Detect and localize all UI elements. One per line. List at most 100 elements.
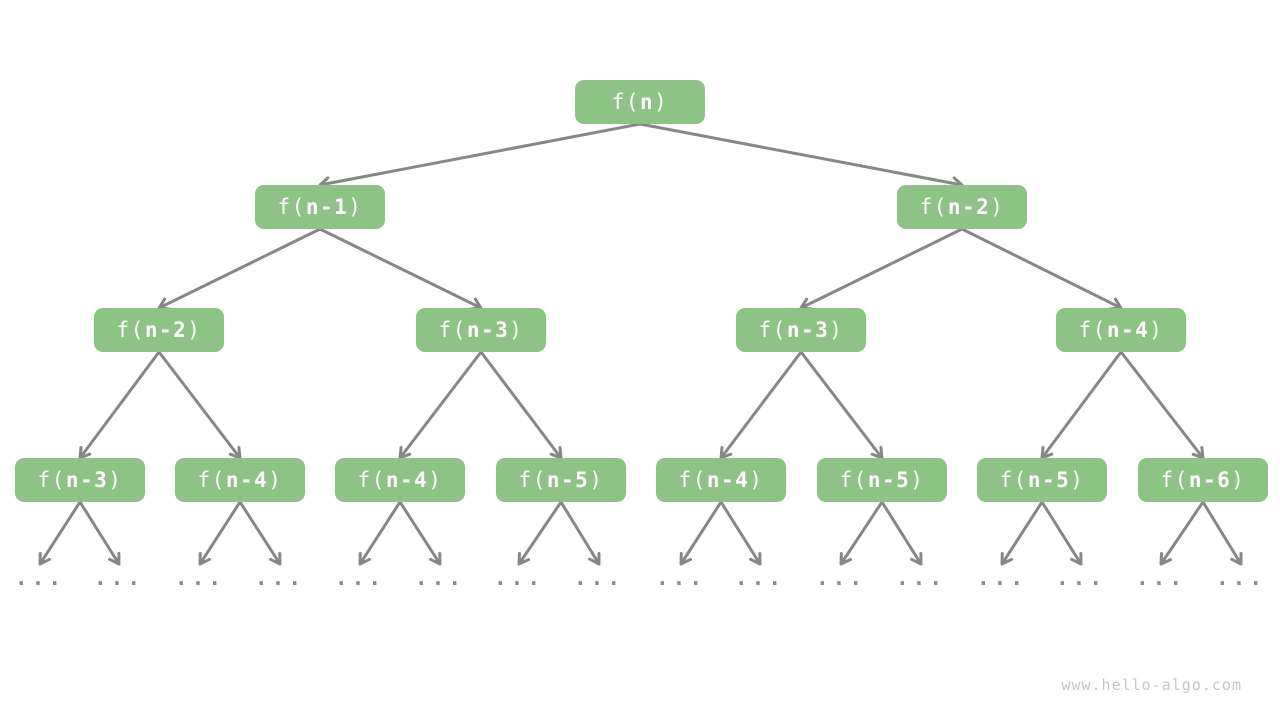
edge-l5-e10 <box>719 501 762 566</box>
ellipsis-label: ... <box>977 566 1027 590</box>
ellipsis-leaf: ... <box>250 566 310 597</box>
tree-node-f(n-4): f(n-4) <box>335 458 465 502</box>
edge-l5-e9 <box>679 501 723 566</box>
ellipsis-leaf: ... <box>651 566 711 597</box>
node-label-prefix: f( <box>357 468 386 492</box>
edge-l6-e12 <box>880 501 923 566</box>
tree-node-f(n-4): f(n-4) <box>1056 308 1186 352</box>
ellipsis-leaf: ... <box>1211 566 1271 597</box>
tree-node-f(n-3): f(n-3) <box>15 458 145 502</box>
ellipsis-label: ... <box>1056 566 1106 590</box>
edge-l1-e2 <box>78 501 121 566</box>
ellipsis-leaf: ... <box>410 568 470 597</box>
edge-ab-l4 <box>479 351 563 460</box>
node-label-prefix: f( <box>116 318 145 342</box>
tree-node-f(n-5): f(n-5) <box>496 458 626 502</box>
node-label-suffix: ) <box>187 318 202 342</box>
edge-l4-e7 <box>517 501 563 566</box>
edge-l2-e3 <box>198 501 242 566</box>
node-label-suffix: ) <box>589 468 604 492</box>
ellipsis-leaf: ... <box>569 566 629 597</box>
ellipsis-label: ... <box>1136 566 1186 590</box>
edge-root-b <box>639 122 964 191</box>
node-label-suffix: ) <box>749 468 764 492</box>
tree-node-f(n-2): f(n-2) <box>94 308 224 352</box>
ellipsis-label: ... <box>816 566 866 590</box>
ellipsis-leaf: ... <box>972 566 1032 597</box>
node-label-suffix: ) <box>1070 468 1085 492</box>
node-label-prefix: f( <box>919 195 948 219</box>
ellipsis-label: ... <box>896 566 946 590</box>
node-label-prefix: f( <box>1160 468 1189 492</box>
ellipsis-label: ... <box>656 566 706 590</box>
edge-bb-l8 <box>1119 351 1205 460</box>
edge-a-aa <box>157 227 321 311</box>
ellipsis-leaf: ... <box>489 568 549 597</box>
node-label-arg: n-4 <box>225 468 269 492</box>
edge-l4-e8 <box>559 501 601 566</box>
ellipsis-label: ... <box>335 566 385 590</box>
node-label-prefix: f( <box>839 468 868 492</box>
node-label-suffix: ) <box>829 318 844 342</box>
node-label-suffix: ) <box>108 468 123 492</box>
node-label-prefix: f( <box>678 468 707 492</box>
tree-node-f(n-6): f(n-6) <box>1138 458 1268 502</box>
node-label-arg: n-4 <box>1106 318 1150 342</box>
node-label-prefix: f( <box>1078 318 1107 342</box>
tree-node-f(n): f(n) <box>575 80 705 124</box>
node-label-suffix: ) <box>990 195 1005 219</box>
node-label-suffix: ) <box>428 468 443 492</box>
ellipsis-label: ... <box>15 566 65 590</box>
node-label-arg: n-2 <box>144 318 188 342</box>
edge-ab-l3 <box>398 351 483 460</box>
edge-l7-e13 <box>1000 501 1044 566</box>
edge-b-ba <box>799 227 963 311</box>
edge-ba-l6 <box>799 351 884 460</box>
edge-l7-e14 <box>1040 501 1083 566</box>
edge-l6-e11 <box>839 501 884 566</box>
edge-l2-e4 <box>238 501 282 566</box>
ellipsis-label: ... <box>94 566 144 590</box>
node-label-suffix: ) <box>1149 318 1164 342</box>
tree-node-f(n-1): f(n-1) <box>255 185 385 229</box>
node-label-prefix: f( <box>518 468 547 492</box>
node-label-prefix: f( <box>611 90 640 114</box>
tree-node-f(n-3): f(n-3) <box>416 308 546 352</box>
ellipsis-leaf: ... <box>1131 566 1191 597</box>
node-label-arg: n-5 <box>546 468 590 492</box>
ellipsis-label: ... <box>735 566 785 590</box>
node-label-suffix: ) <box>654 90 669 114</box>
node-label-suffix: ) <box>910 468 925 492</box>
edge-a-ab <box>319 227 483 311</box>
tree-node-f(n-5): f(n-5) <box>977 458 1107 502</box>
node-label-arg: n-1 <box>305 195 349 219</box>
edge-l3-e6 <box>398 501 442 566</box>
edge-aa-l1 <box>78 351 161 460</box>
node-label-prefix: f( <box>37 468 66 492</box>
edge-l8-e15 <box>1159 501 1205 566</box>
ellipsis-label: ... <box>1216 566 1266 590</box>
ellipsis-label: ... <box>255 566 305 590</box>
tree-node-f(n-2): f(n-2) <box>897 185 1027 229</box>
ellipsis-label: ... <box>175 566 225 590</box>
node-label-arg: n-3 <box>466 318 510 342</box>
node-label-prefix: f( <box>999 468 1028 492</box>
edge-l3-e5 <box>358 501 402 566</box>
node-label-prefix: f( <box>438 318 467 342</box>
tree-node-f(n-5): f(n-5) <box>817 458 947 502</box>
edge-aa-l2 <box>157 351 242 460</box>
node-label-suffix: ) <box>268 468 283 492</box>
node-label-arg: n-3 <box>65 468 109 492</box>
node-label-arg: n-4 <box>385 468 429 492</box>
ellipsis-leaf: ... <box>891 566 951 597</box>
watermark-text: www.hello-algo.com <box>1061 676 1242 694</box>
ellipsis-leaf: ... <box>10 566 70 597</box>
ellipsis-leaf: ... <box>330 566 390 597</box>
node-label-arg: n-4 <box>706 468 750 492</box>
ellipsis-leaf: ... <box>1051 566 1111 597</box>
ellipsis-label: ... <box>574 566 624 590</box>
node-label-arg: n-3 <box>786 318 830 342</box>
node-label-arg: n-2 <box>947 195 991 219</box>
